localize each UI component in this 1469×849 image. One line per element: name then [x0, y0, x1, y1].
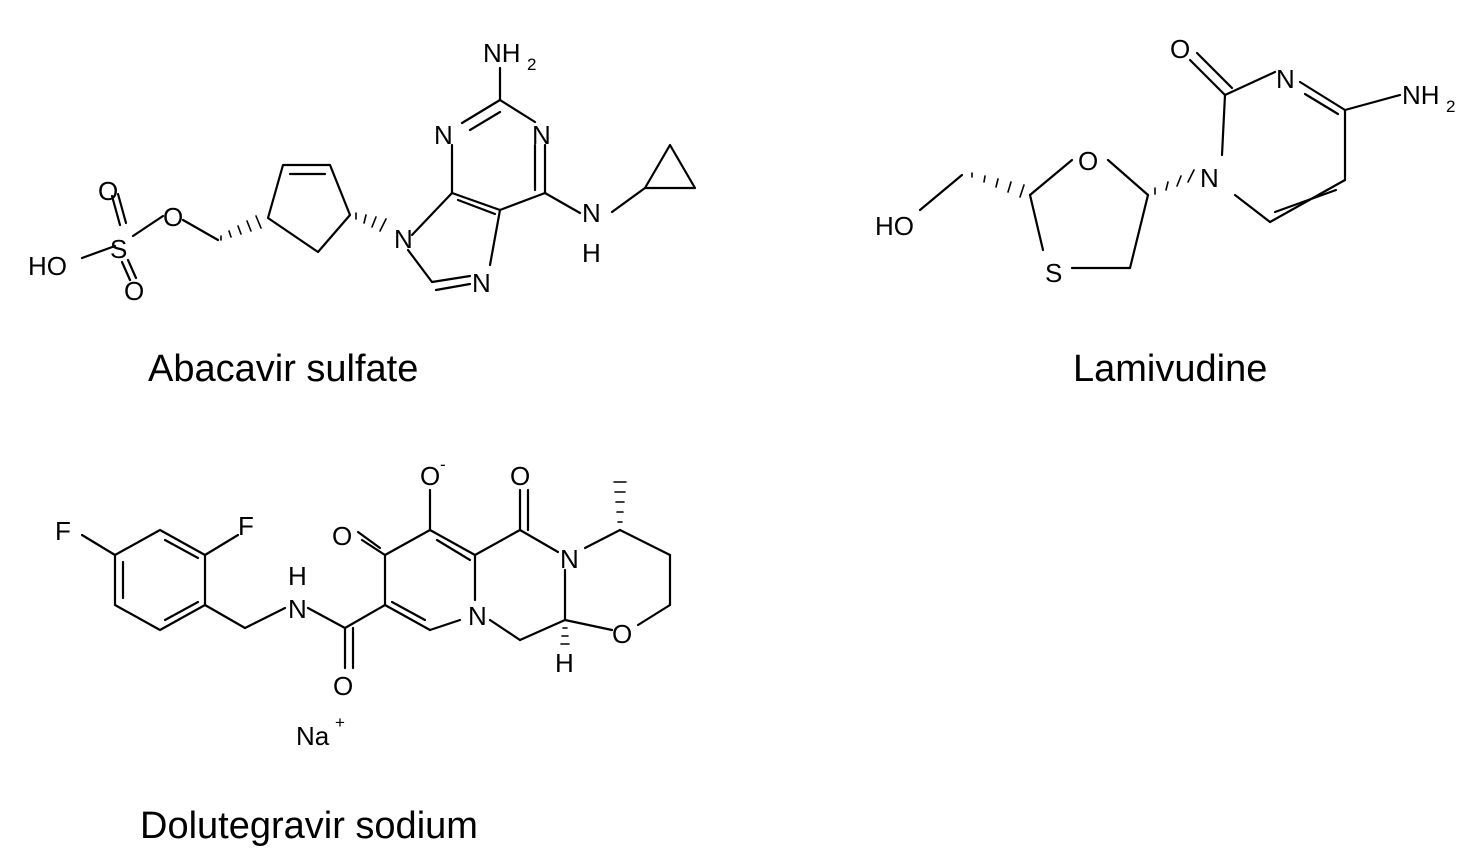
- abacavir-nh-n-label: N: [582, 198, 601, 228]
- dolutegravir-nh-n-label: N: [288, 594, 307, 624]
- lamivudine-hashed-bond-1: [971, 172, 1025, 198]
- abacavir-purine: [406, 66, 582, 292]
- dolutegravir-na-sup: +: [335, 713, 345, 732]
- dolutegravir-na-label: Na: [296, 721, 330, 751]
- dolutegravir-amide: [306, 603, 387, 670]
- abacavir-nh2-subscript: 2: [527, 55, 536, 74]
- dolutegravir-oxazinane: [563, 528, 672, 632]
- dolutegravir-amide-o-label: O: [333, 671, 353, 701]
- abacavir-o-bottom-label: O: [124, 276, 144, 306]
- dolutegravir-f2-label: F: [238, 511, 254, 541]
- abacavir-hashed-bond-2: [355, 212, 387, 232]
- dolutegravir-amide-ring-n-label: N: [560, 544, 579, 574]
- abacavir-caption: Abacavir sulfate: [148, 348, 419, 390]
- abacavir-cyclopropyl: [610, 143, 697, 214]
- abacavir-s-label: S: [110, 234, 127, 264]
- abacavir-nh-h-label: H: [582, 238, 601, 268]
- lamivudine-n1-label: N: [1200, 163, 1219, 193]
- abacavir-n1-label: N: [434, 120, 453, 150]
- abacavir-structure: NH 2 N N N N N H O S O O HO: [28, 38, 697, 306]
- dolutegravir-f1-label: F: [55, 516, 71, 546]
- lamivudine-structure: O N NH 2 N O S HO: [875, 34, 1455, 288]
- dolutegravir-nh-h-label: H: [288, 561, 307, 591]
- lamivudine-ring-o-label: O: [1078, 146, 1098, 176]
- dolutegravir-o-minus-sup: -: [440, 455, 446, 474]
- abacavir-n9-label: N: [394, 224, 413, 254]
- dolutegravir-keto1-o-label: O: [332, 521, 352, 551]
- dolutegravir-pyridinone-n-label: N: [468, 601, 487, 631]
- abacavir-o-top-label: O: [98, 176, 118, 206]
- lamivudine-n3-label: N: [1276, 64, 1295, 94]
- lamivudine-caption: Lamivudine: [1073, 348, 1268, 390]
- lamivudine-ho-label: HO: [875, 211, 914, 241]
- dolutegravir-o-minus-label: O: [420, 461, 440, 491]
- dolutegravir-difluorophenyl: [80, 528, 287, 632]
- dolutegravir-piperazinone: [473, 488, 567, 642]
- dolutegravir-h-label: H: [555, 648, 574, 678]
- abacavir-n3-label: N: [532, 120, 551, 150]
- abacavir-cyclopentene: [266, 163, 352, 254]
- abacavir-nh2-label: NH: [483, 38, 521, 68]
- lamivudine-carbonyl-o-label: O: [1170, 34, 1190, 64]
- abacavir-ho-label: HO: [28, 251, 67, 281]
- lamivudine-nh2-subscript: 2: [1446, 97, 1455, 116]
- lamivudine-nh2-label: NH: [1402, 80, 1440, 110]
- lamivudine-s-label: S: [1045, 258, 1062, 288]
- dolutegravir-keto2-o-label: O: [510, 461, 530, 491]
- dolutegravir-hashed-h: [560, 627, 570, 645]
- abacavir-hashed-bond-1: [220, 215, 262, 241]
- dolutegravir-structure: F F O - O O N N O H N H O Na +: [55, 455, 672, 751]
- abacavir-n7-label: N: [472, 268, 491, 298]
- abacavir-ether-o-label: O: [163, 202, 183, 232]
- abacavir-sulfate-group: [80, 192, 220, 282]
- dolutegravir-caption: Dolutegravir sodium: [140, 805, 478, 847]
- dolutegravir-ring-o-label: O: [612, 619, 632, 649]
- dolutegravir-pyridinone: [356, 488, 477, 632]
- dolutegravir-hashed-methyl: [613, 481, 627, 523]
- lamivudine-hashed-bond-2: [1154, 169, 1195, 195]
- lamivudine-cytosine: [1188, 51, 1402, 224]
- lamivudine-oxathiolane: [1028, 158, 1150, 270]
